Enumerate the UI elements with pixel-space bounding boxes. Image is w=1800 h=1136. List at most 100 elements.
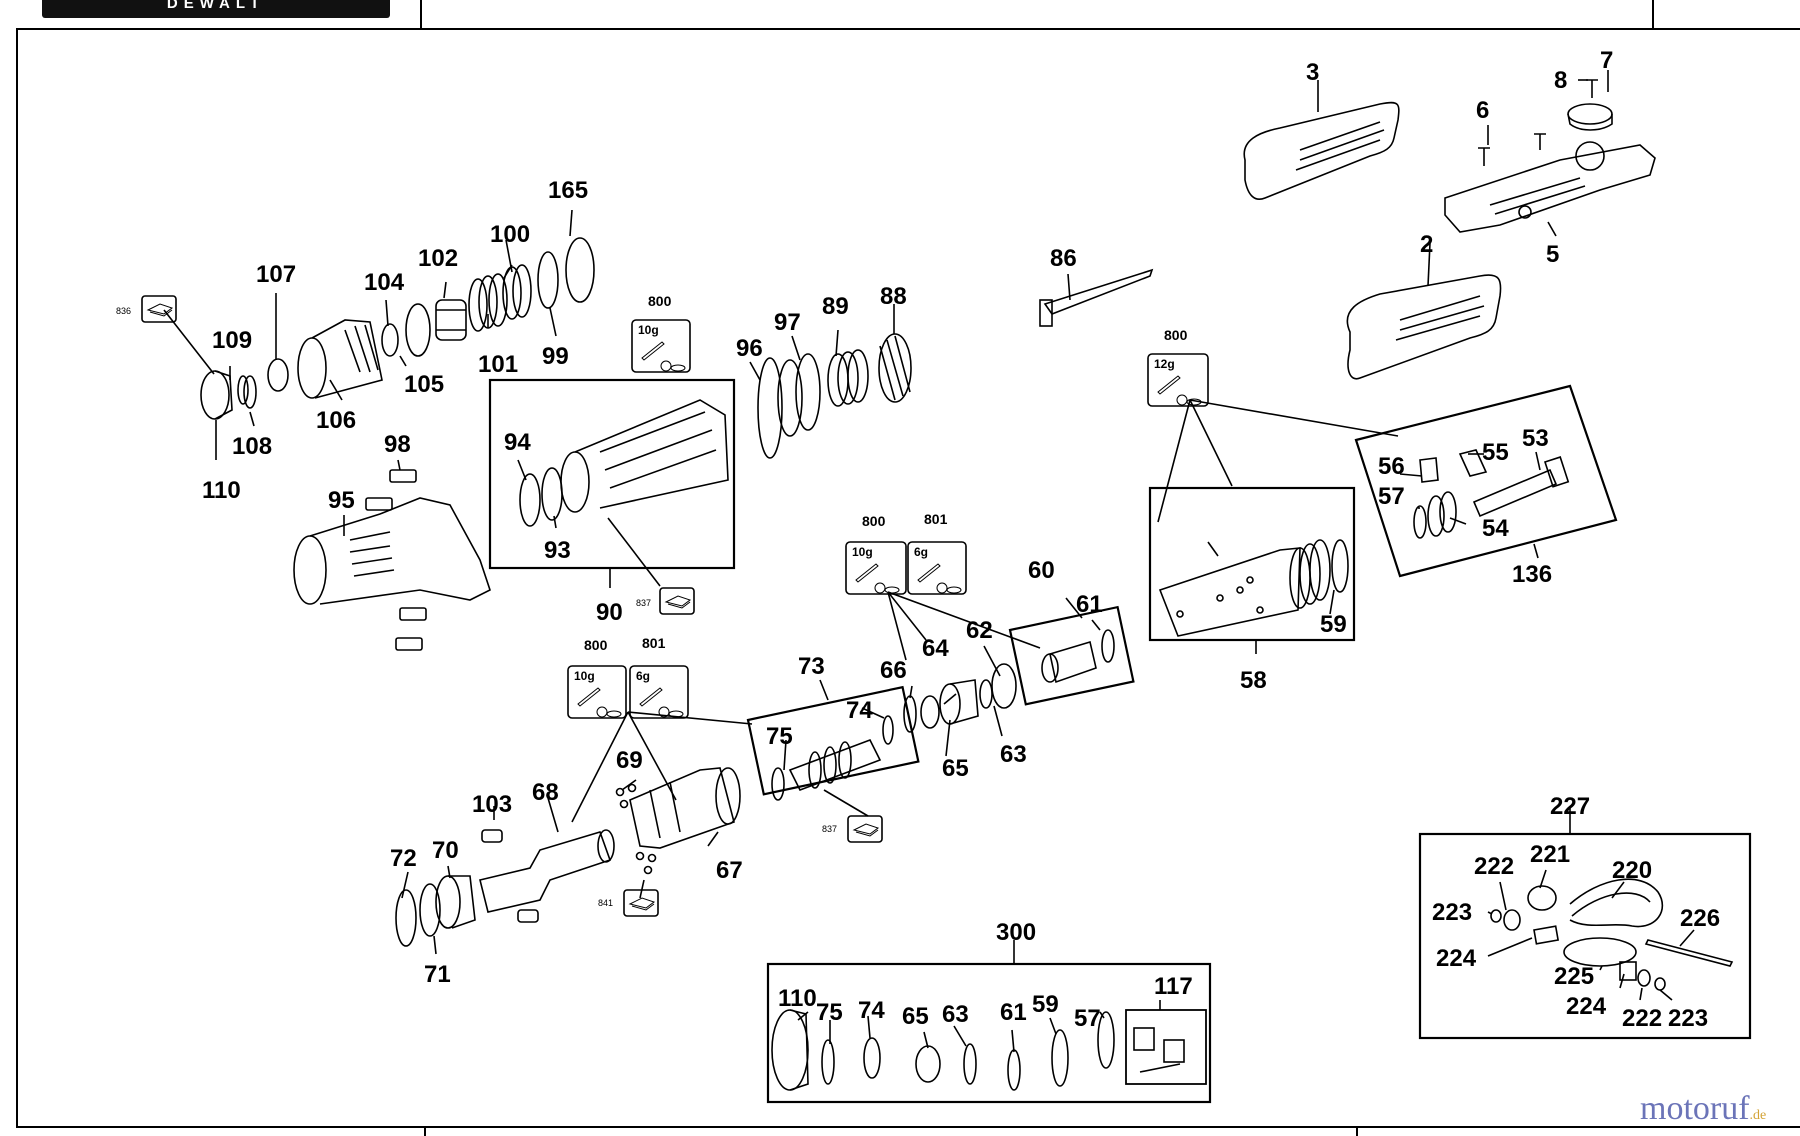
clip-96-drawing	[757, 357, 783, 459]
key-103b-drawing	[517, 909, 539, 923]
label-800-top: 800	[648, 293, 672, 309]
grease-tube-icon	[855, 563, 900, 594]
ring-109-drawing	[237, 375, 249, 405]
grease-amount: 12g	[1154, 357, 1175, 371]
label-221: 221	[1530, 841, 1570, 868]
clutch-65-drawing	[920, 695, 940, 729]
washer-165-drawing	[565, 237, 595, 303]
box-90-frame	[488, 378, 736, 570]
grease-box-800-mid	[845, 541, 907, 595]
label-90: 90	[596, 599, 623, 626]
label-8: 8	[1554, 67, 1567, 94]
label-103: 103	[472, 791, 512, 818]
ring-74-drawing	[882, 715, 894, 745]
label-53: 53	[1522, 425, 1549, 452]
spring-100-drawing	[502, 264, 532, 320]
label-70: 70	[432, 837, 459, 864]
piston-53-drawing	[1472, 456, 1570, 518]
handle-cover-3-drawing	[1243, 101, 1400, 200]
label-225: 225	[1554, 963, 1594, 990]
label-71: 71	[424, 961, 451, 988]
label-63: 63	[1000, 741, 1027, 768]
box-73-frame	[746, 685, 920, 796]
label-801-low: 801	[642, 635, 666, 651]
ring-107-drawing	[267, 358, 289, 392]
shaft-61-drawing	[1041, 629, 1115, 684]
label-89: 89	[822, 293, 849, 320]
grease-amount: 6g	[636, 669, 650, 683]
ring-99-drawing	[537, 251, 559, 309]
label-100: 100	[490, 221, 530, 248]
grease-amount: 10g	[852, 545, 873, 559]
pins-98-drawing	[365, 469, 427, 651]
label-165: 165	[548, 177, 588, 204]
barrel-90-drawing	[560, 399, 729, 513]
grease-tube-icon	[917, 563, 962, 594]
label-2: 2	[1420, 231, 1433, 258]
kit-ring-61-drawing	[1007, 1049, 1021, 1091]
label-66: 66	[880, 657, 907, 684]
label-75: 75	[766, 723, 793, 750]
label-96: 96	[736, 335, 763, 362]
label-223-bottom: 223	[1668, 1005, 1708, 1032]
label-97: 97	[774, 309, 801, 336]
label-59: 59	[1320, 611, 1347, 638]
label-110: 110	[202, 477, 241, 504]
label-61: 61	[1076, 591, 1103, 618]
kit-label-57: 57	[1074, 1005, 1101, 1032]
label-800-right: 800	[1164, 327, 1188, 343]
screw-6-drawing	[1478, 147, 1490, 166]
manual-book-icon	[147, 303, 173, 317]
spring-89-drawing	[827, 349, 869, 407]
label-837-lower: 837	[822, 824, 837, 834]
collar-70-drawing	[435, 875, 476, 929]
label-836: 836	[116, 306, 131, 316]
housing-5-drawing	[1444, 141, 1656, 233]
kit-ring-75-drawing	[821, 1039, 835, 1085]
gear-housing-95-drawing	[293, 497, 491, 605]
header-divider	[420, 0, 422, 28]
label-105: 105	[404, 371, 444, 398]
manual-box-837-upper	[659, 587, 695, 615]
piston-73-drawing	[771, 738, 882, 801]
label-94: 94	[504, 429, 531, 456]
label-6: 6	[1476, 97, 1489, 124]
spring-101-drawing	[468, 273, 508, 332]
kit-label-75: 75	[816, 999, 843, 1026]
label-222-bottom: 222	[1622, 1005, 1662, 1032]
label-7: 7	[1600, 47, 1613, 74]
gear-67-drawing	[629, 767, 741, 849]
label-55: 55	[1482, 439, 1509, 466]
label-300: 300	[996, 919, 1036, 946]
ring-105-drawing	[405, 303, 431, 357]
side-handle-2-drawing	[1346, 274, 1502, 380]
cap-7-drawing	[1567, 103, 1613, 131]
grease-amount: 10g	[574, 669, 595, 683]
label-54: 54	[1482, 515, 1509, 542]
label-68: 68	[532, 779, 559, 806]
manual-box-836	[141, 295, 177, 323]
balls-69-drawing	[615, 783, 657, 875]
manual-book-icon	[629, 897, 655, 911]
label-74: 74	[846, 697, 873, 724]
ring-93-drawing	[541, 467, 563, 521]
clamp-225-drawing	[1563, 937, 1637, 967]
label-841: 841	[598, 898, 613, 908]
footer-divider	[424, 1128, 426, 1136]
rod-226-drawing	[1644, 939, 1734, 967]
label-99: 99	[542, 343, 569, 370]
spindle-68-drawing	[479, 829, 615, 913]
key-103-drawing	[481, 829, 503, 843]
grease-box-800-top	[631, 319, 691, 373]
ring-104-drawing	[381, 323, 399, 357]
kit-collar-110-drawing	[771, 1009, 809, 1091]
nose-cone-106-drawing	[297, 319, 383, 399]
label-136: 136	[1512, 561, 1552, 588]
label-102: 102	[418, 245, 458, 272]
box-227-frame	[1418, 832, 1752, 1040]
label-67: 67	[716, 857, 743, 884]
spring-86-drawing	[1039, 268, 1154, 327]
manual-box-837-lower	[847, 815, 883, 843]
motoruf-watermark: motoruf.de	[1640, 1090, 1767, 1127]
grease-tube-icon	[639, 687, 684, 718]
